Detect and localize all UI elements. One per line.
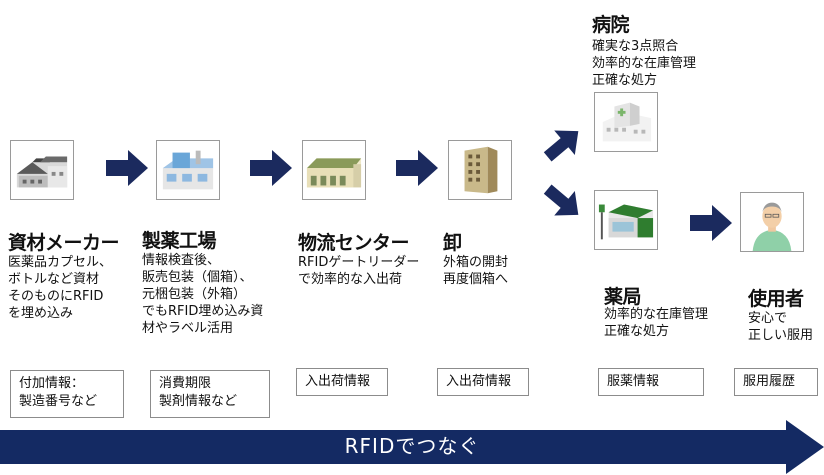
stage-title-logistics: 物流センター <box>298 232 410 254</box>
hospital-icon <box>602 102 652 142</box>
stage-title-user: 使用者 <box>748 288 804 310</box>
factory-building-icon <box>16 156 68 188</box>
arrow-manufacturer-to-factory <box>106 150 148 186</box>
info-box-wholesale: 入出荷情報 <box>437 368 529 396</box>
arrow-wholesale-to-pharmacy <box>541 180 585 224</box>
info-box-logistics: 入出荷情報 <box>296 368 388 396</box>
stage-desc-user: 安心で 正しい服用 <box>748 311 814 343</box>
logistics-image <box>302 140 366 200</box>
pharma-factory-icon <box>162 150 214 190</box>
arrow-wholesale-to-hospital <box>541 122 585 166</box>
stage-desc-logistics: RFIDゲートリーダー で効率的な入出荷 <box>298 255 420 287</box>
patient-icon <box>752 202 792 251</box>
arrow-pharmacy-to-user <box>690 205 732 241</box>
stage-title-manufacturer: 資材メーカー <box>8 232 120 254</box>
pharmacy-icon <box>598 204 654 240</box>
stage-desc-pharma-factory: 情報検査後、 販売包装（個箱）、 元梱包装（外箱） でもRFID埋め込み資 材や… <box>142 253 264 336</box>
warehouse-icon <box>306 158 362 188</box>
rfid-banner-arrow <box>0 420 824 475</box>
wholesale-image <box>448 140 512 200</box>
pharma-factory-image <box>156 140 220 200</box>
info-box-pharma-factory: 消費期限 製剤情報など <box>150 370 270 418</box>
arrow-factory-to-logistics <box>250 150 292 186</box>
pharmacy-image <box>594 190 658 250</box>
manufacturer-image <box>10 140 74 200</box>
stage-desc-wholesale: 外箱の開封 再度個箱へ <box>443 255 509 287</box>
info-box-pharmacy: 服薬情報 <box>598 368 704 396</box>
stage-title-pharma-factory: 製薬工場 <box>142 230 217 252</box>
info-box-user: 服用履歴 <box>734 368 818 396</box>
stage-title-wholesale: 卸 <box>443 232 462 254</box>
stage-desc-manufacturer: 医薬品カプセル、 ボトルなど資材 そのものにRFID を埋め込み <box>8 255 113 321</box>
info-box-manufacturer: 付加情報： 製造番号など <box>10 370 124 418</box>
banner-label: RFIDでつなぐ <box>344 434 480 458</box>
stage-desc-pharmacy: 効率的な在庫管理 正確な処方 <box>604 307 709 339</box>
stage-title-hospital: 病院 <box>592 14 630 36</box>
stage-title-pharmacy: 薬局 <box>604 286 642 308</box>
stage-desc-hospital: 確実な3点照合 効率的な在庫管理 正確な処方 <box>592 39 697 88</box>
hospital-image <box>594 92 658 152</box>
user-image <box>740 192 804 252</box>
office-building-icon <box>464 146 498 194</box>
arrow-logistics-to-wholesale <box>396 150 438 186</box>
